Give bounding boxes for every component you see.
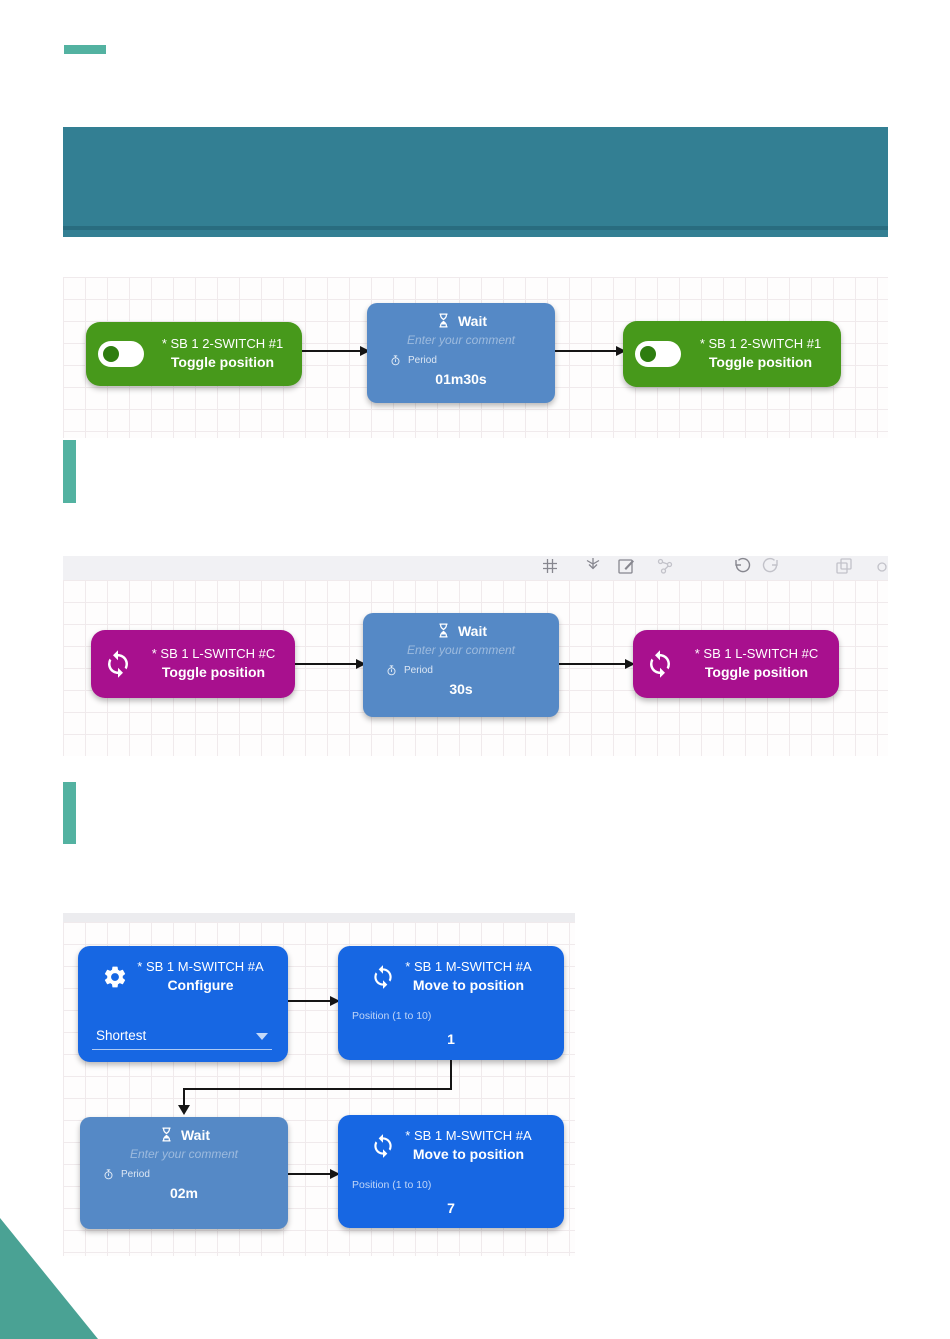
node-action-label: Toggle position	[170, 354, 275, 371]
page-accent-dash	[64, 45, 106, 54]
redo-icon[interactable]	[762, 556, 782, 576]
flow3-move1-node[interactable]: * SB 1 M-SWITCH #A Move to position Posi…	[338, 946, 564, 1060]
connector-line	[183, 1088, 452, 1090]
period-value[interactable]: 01m30s	[435, 371, 487, 387]
node-device-label: * SB 1 M-SWITCH #A	[405, 1128, 532, 1143]
connector-arrow	[288, 1173, 338, 1175]
editor-toolbar	[63, 556, 888, 580]
toggle-icon	[98, 341, 144, 367]
comment-input[interactable]: Enter your comment	[406, 643, 516, 657]
stopwatch-icon	[104, 1169, 113, 1180]
sync-icon	[645, 649, 675, 679]
comment-input[interactable]: Enter your comment	[129, 1147, 239, 1161]
period-label: Period	[404, 665, 433, 676]
circle-icon[interactable]	[872, 556, 888, 576]
flow2-wait-node[interactable]: Wait Enter your comment Period 30s	[363, 613, 559, 717]
period-value[interactable]: 30s	[449, 681, 473, 697]
flow1-canvas[interactable]: * SB 1 2-SWITCH #1 Toggle position Wait …	[63, 277, 888, 438]
param-label: Position (1 to 10)	[352, 1010, 432, 1022]
gear-icon	[102, 964, 128, 990]
period-label: Period	[121, 1169, 150, 1180]
node-device-label: * SB 1 M-SWITCH #A	[405, 959, 532, 974]
connector-arrow	[559, 663, 633, 665]
edit-note-icon[interactable]	[616, 556, 636, 576]
connector-line	[183, 1088, 185, 1106]
flow3-move2-node[interactable]: * SB 1 M-SWITCH #A Move to position Posi…	[338, 1115, 564, 1228]
stopwatch-icon	[387, 665, 396, 676]
chevron-down-icon	[256, 1033, 268, 1040]
flow3-canvas[interactable]: * SB 1 M-SWITCH #A Configure Shortest * …	[63, 922, 575, 1256]
period-label: Period	[408, 355, 437, 366]
node-device-label: * SB 1 L-SWITCH #C	[694, 646, 819, 662]
wait-title: Wait	[180, 1126, 211, 1143]
page-header-banner	[63, 127, 888, 237]
flow2-start-node[interactable]: * SB 1 L-SWITCH #C Toggle position	[91, 630, 295, 698]
download-icon[interactable]	[583, 556, 603, 576]
connector-line	[450, 1060, 452, 1089]
period-value[interactable]: 02m	[169, 1185, 199, 1201]
comment-input[interactable]: Enter your comment	[406, 333, 516, 347]
flow1-wait-node[interactable]: Wait Enter your comment Period 01m30s	[367, 303, 555, 403]
node-device-label: * SB 1 L-SWITCH #C	[151, 646, 276, 662]
connector-arrow	[555, 350, 624, 352]
flow2-end-node[interactable]: * SB 1 L-SWITCH #C Toggle position	[633, 630, 839, 698]
connector-arrowhead	[178, 1105, 190, 1115]
copy-icon[interactable]	[834, 556, 854, 576]
connector-arrow	[288, 1000, 338, 1002]
hourglass-icon	[439, 313, 448, 328]
hourglass-icon	[162, 1127, 171, 1142]
rotate-icon	[370, 1133, 396, 1159]
wait-title: Wait	[457, 622, 488, 639]
dropdown-value: Shortest	[96, 1028, 147, 1043]
node-action-label: Toggle position	[161, 664, 266, 681]
flow2-canvas[interactable]: * SB 1 L-SWITCH #C Toggle position Wait …	[63, 580, 888, 756]
node-device-label: * SB 1 2-SWITCH #1	[699, 336, 822, 352]
flow3-configure-node[interactable]: * SB 1 M-SWITCH #A Configure Shortest	[78, 946, 288, 1062]
node-action-label: Toggle position	[704, 664, 809, 681]
connector-arrow	[302, 350, 368, 352]
param-label: Position (1 to 10)	[352, 1179, 432, 1191]
undo-icon[interactable]	[731, 556, 751, 576]
param-value[interactable]: 1	[447, 1031, 455, 1047]
toggle-icon	[635, 341, 681, 367]
share-nodes-icon[interactable]	[655, 556, 675, 576]
hourglass-icon	[439, 623, 448, 638]
wait-title: Wait	[457, 312, 488, 329]
section-accent-bar	[63, 440, 76, 503]
sync-icon	[103, 649, 133, 679]
node-device-label: * SB 1 2-SWITCH #1	[161, 336, 284, 352]
stopwatch-icon	[391, 355, 400, 366]
rotate-icon	[370, 964, 396, 990]
configure-dropdown[interactable]: Shortest	[92, 1028, 272, 1050]
param-value[interactable]: 7	[447, 1200, 455, 1216]
snap-to-grid-icon[interactable]	[540, 556, 560, 576]
node-action-label: Toggle position	[708, 354, 813, 371]
connector-arrow	[295, 663, 364, 665]
node-action-label: Move to position	[412, 976, 525, 993]
node-action-label: Move to position	[412, 1145, 525, 1162]
section-accent-bar	[63, 782, 76, 844]
node-action-label: Configure	[167, 976, 234, 993]
node-device-label: * SB 1 M-SWITCH #A	[137, 959, 264, 974]
editor-toolbar-strip	[63, 913, 575, 922]
flow1-start-node[interactable]: * SB 1 2-SWITCH #1 Toggle position	[86, 322, 302, 386]
flow1-end-node[interactable]: * SB 1 2-SWITCH #1 Toggle position	[623, 321, 841, 387]
flow3-wait-node[interactable]: Wait Enter your comment Period 02m	[80, 1117, 288, 1229]
